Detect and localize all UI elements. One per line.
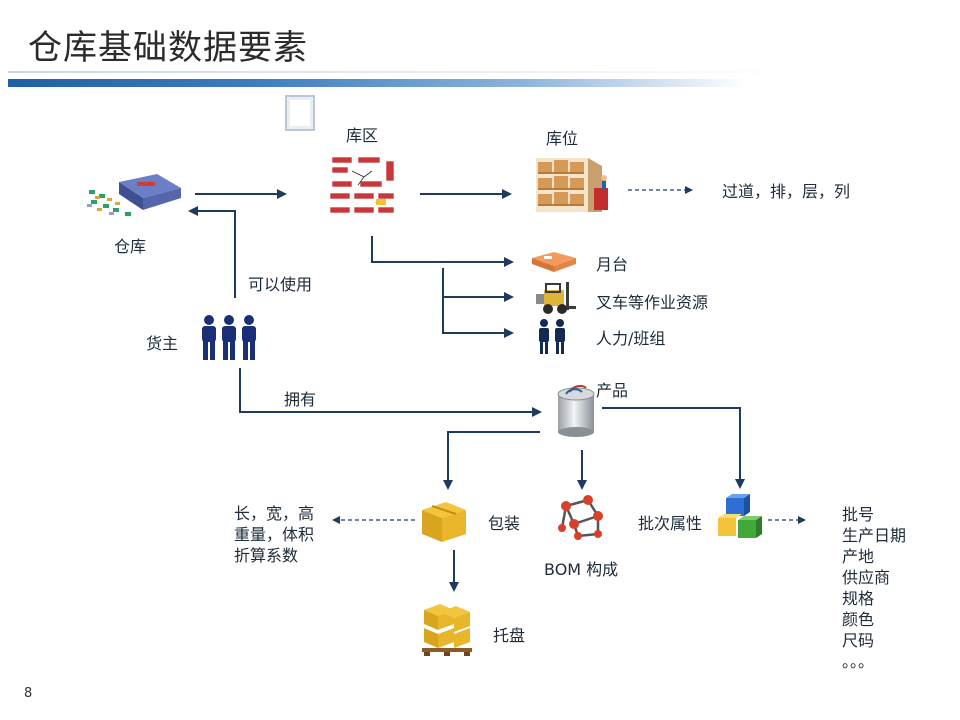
arrow-product-package <box>443 431 540 490</box>
batch-attr-item: 规格 <box>842 589 875 608</box>
bom-molecule-icon <box>558 495 603 540</box>
node-location-label: 库位 <box>546 129 579 148</box>
batch-attr-item: 生产日期 <box>842 526 907 545</box>
warehouse-icon <box>87 174 181 216</box>
zone-floorplan-icon <box>329 156 395 214</box>
node-zone-label: 库区 <box>346 126 379 145</box>
node-bom-label: BOM 构成 <box>544 560 619 579</box>
node-pallet-label: 托盘 <box>493 626 526 645</box>
node-owner-label: 货主 <box>146 334 179 353</box>
location-attributes-label: 过道，排，层，列 <box>722 182 851 201</box>
arrow-product-batch <box>602 407 745 489</box>
edge-owns-label: 拥有 <box>284 390 317 409</box>
page-number: 8 <box>24 686 33 701</box>
batch-attr-item: 供应商 <box>842 568 891 587</box>
batch-attr-item: 颜色 <box>842 610 875 629</box>
arrow-owner-product <box>239 368 542 417</box>
arrow-zone-labor <box>442 297 514 338</box>
title-underline-bar <box>8 79 748 87</box>
node-product-label: 产品 <box>596 381 629 400</box>
package-attr-item: 折算系数 <box>234 546 299 565</box>
location-rack-icon <box>536 158 608 212</box>
arrow-zone-dock <box>371 236 514 267</box>
batch-cubes-icon <box>718 494 762 538</box>
package-box-icon <box>422 502 466 542</box>
node-warehouse-label: 仓库 <box>114 237 147 256</box>
arrow-zone-forklift <box>442 268 514 302</box>
batch-attr-item: 。。。 <box>842 652 875 671</box>
node-batch-label: 批次属性 <box>638 514 703 533</box>
batch-attr-item: 批号 <box>842 505 875 524</box>
pallet-boxes-icon <box>422 604 472 656</box>
package-attr-item: 重量，体积 <box>234 525 315 544</box>
card-decoration-icon <box>285 95 315 131</box>
package-attributes-list: 长，宽，高 重量，体积 折算系数 <box>234 503 314 566</box>
title-underline-thin <box>8 71 808 73</box>
node-dock-label: 月台 <box>596 255 629 274</box>
batch-attr-item: 尺码 <box>842 631 875 650</box>
edge-can-use-label: 可以使用 <box>248 275 313 294</box>
page-title: 仓库基础数据要素 <box>28 28 308 68</box>
arrow-owner-warehouse <box>188 206 236 298</box>
owner-people-icon <box>202 315 256 360</box>
batch-attributes-list: 批号 生产日期 产地 供应商 规格 颜色 尺码 。。。 <box>842 504 906 672</box>
package-attr-item: 长，宽，高 <box>234 504 315 523</box>
product-can-icon <box>557 384 595 437</box>
dock-icon <box>532 252 576 272</box>
node-labor-label: 人力/班组 <box>596 329 666 348</box>
forklift-icon <box>536 282 576 314</box>
node-package-label: 包装 <box>488 514 521 533</box>
node-forklift-label: 叉车等作业资源 <box>596 293 709 312</box>
batch-attr-item: 产地 <box>842 547 875 566</box>
labor-people-icon <box>539 319 565 354</box>
